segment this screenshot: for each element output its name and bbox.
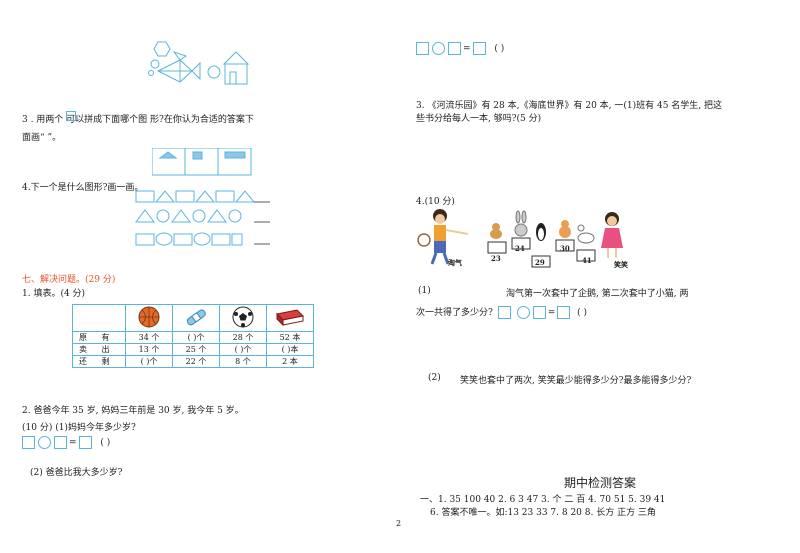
square-icon <box>66 111 76 121</box>
answers-title: 期中检测答案 <box>564 476 637 490</box>
answer-box[interactable] <box>448 42 461 55</box>
q3-options <box>152 148 252 176</box>
rq4-sub1-a: (1) <box>418 286 431 296</box>
answer-box[interactable] <box>497 306 511 319</box>
rq4-sub1-c: 次一共得了多少分? = ( ) <box>416 306 588 319</box>
answer-box[interactable] <box>472 42 486 55</box>
rq3-text2: 些书分给每人一本, 够吗?(5 分) <box>416 114 542 124</box>
ring-toss-illustration <box>417 209 623 268</box>
operator-circle[interactable] <box>432 42 445 55</box>
score-41: 41 <box>582 256 592 265</box>
score-23: 23 <box>491 254 501 263</box>
q3-text: 3 . 用两个 可以拼成下面哪个图 形?在你认为合适的答案下 <box>22 115 254 125</box>
answer-box[interactable] <box>54 436 67 449</box>
score-29: 29 <box>535 258 545 267</box>
operator-circle[interactable] <box>38 436 51 449</box>
table-row: 还 剩 ( )个 22 个 8 个 2 本 <box>72 355 314 368</box>
book-icon <box>266 304 314 332</box>
top-equation: = ( ) <box>416 42 504 55</box>
answer-box[interactable] <box>532 306 546 319</box>
shape-fish-house-figure <box>148 41 250 85</box>
q1-text: 1. 填表。(4 分) <box>22 289 86 299</box>
rq4-sub2-b: 笑笑也套中了两次, 笑笑最少能得多少分?最多能得多少分? <box>460 376 692 386</box>
bandage-icon <box>172 304 220 332</box>
q2-text: 2. 爸爸今年 35 岁, 妈妈三年前是 30 岁, 我今年 5 岁。 <box>22 406 244 416</box>
soccer-ball-icon <box>219 304 267 332</box>
q2-sub2: (2) 爸爸比我大多少岁? <box>30 468 123 478</box>
answer-box[interactable] <box>78 436 92 449</box>
fill-table: 原 有 34 个 ( )个 28 个 52 本 卖 出 13 个 25 个 ( … <box>72 304 314 368</box>
score-24: 24 <box>515 244 525 253</box>
basketball-icon <box>125 304 173 332</box>
rq3-text: 3. 《河流乐园》有 28 本,《海底世界》有 20 本, 一(1)班有 45 … <box>416 101 723 111</box>
pattern-sequences <box>135 190 270 246</box>
rq4-sub1-b: 淘气第一次套中了企鹅, 第二次套中了小猫, 两 <box>506 289 689 299</box>
table-corner <box>72 304 126 332</box>
operator-circle[interactable] <box>516 306 530 319</box>
q2-sub1: (10 分) (1)妈妈今年多少岁? <box>22 423 136 433</box>
table-row: 原 有 34 个 ( )个 28 个 52 本 <box>72 331 314 344</box>
answers-line2: 6. 答案不唯一。如:13 23 33 7. 8 20 8. 长方 正方 三角 <box>430 508 656 518</box>
score-30: 30 <box>560 244 570 253</box>
page-number: 2 <box>396 519 402 528</box>
answer-box[interactable] <box>22 436 35 449</box>
answers-line1: 一、1. 35 100 40 2. 6 3 47 3. 个 二 百 4. 70 … <box>420 495 666 505</box>
q2-equation: = ( ) <box>22 436 110 449</box>
answer-box[interactable] <box>416 42 429 55</box>
rq4-title: 4.(10 分) <box>416 197 455 207</box>
girl-name: 笑笑 <box>614 260 628 269</box>
q4-text: 4.下一个是什么图形?画一画。 <box>22 183 144 193</box>
rq4-sub2-a: (2) <box>428 373 441 383</box>
boy-name: 淘气 <box>448 258 462 267</box>
table-row: 卖 出 13 个 25 个 ( )个 ( )本 <box>72 343 314 356</box>
q3-text2: 面画“ ”。 <box>22 133 62 143</box>
section7-title: 七、解决问题。(29 分) <box>22 275 116 285</box>
answer-box[interactable] <box>557 306 571 319</box>
